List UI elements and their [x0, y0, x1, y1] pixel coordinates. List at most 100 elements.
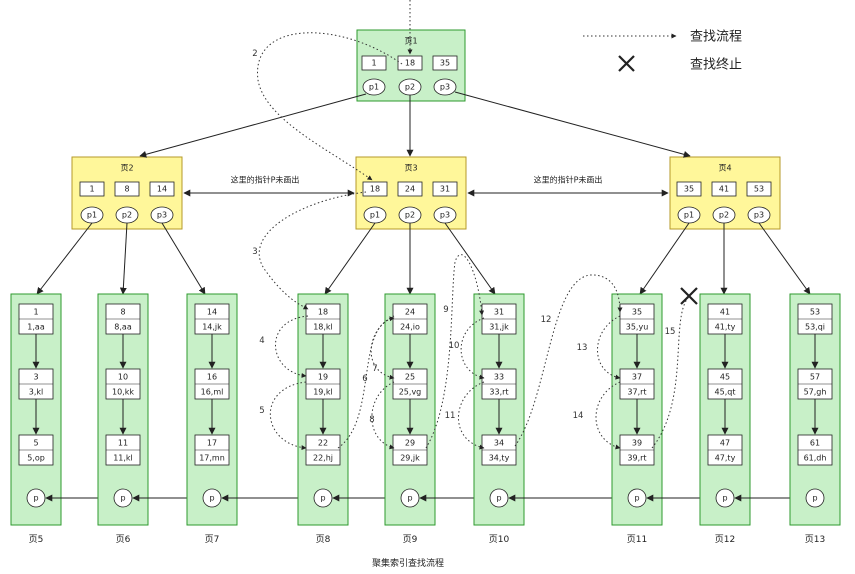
- internal-key: 35: [684, 185, 694, 194]
- internal-pointer-label: p2: [122, 211, 132, 220]
- internal-key-box: [149, 181, 175, 197]
- internal-pointer-label: p2: [405, 211, 415, 220]
- leaf-page-label: 页10: [489, 534, 510, 545]
- internal-key: 53: [754, 185, 764, 194]
- leaf-record-key: 8: [120, 308, 125, 317]
- internal-page-title: 页2: [120, 164, 133, 173]
- step-number: 5: [259, 406, 264, 416]
- leaf-record-value: 3,kl: [29, 388, 44, 397]
- internal-pointer-label: p3: [440, 211, 450, 220]
- flow-step-3: [258, 191, 367, 310]
- edge-page4-to-leaf13: [758, 222, 811, 295]
- root-pointer-label: p2: [405, 83, 415, 92]
- internal-key: 41: [719, 185, 729, 194]
- leaf-record-value: 10,kk: [112, 388, 134, 397]
- internal-key: 8: [124, 185, 129, 194]
- internal-key-box: [746, 181, 772, 197]
- internal-key: 31: [440, 185, 450, 194]
- leaf-record-key: 16: [207, 373, 217, 382]
- leaf-record-value: 17,mn: [199, 454, 225, 463]
- root-pointer-label: p1: [369, 83, 379, 92]
- tree-edges: [36, 91, 811, 295]
- leaf-next-pointer-label: p: [634, 494, 639, 503]
- leaf-record-value: 24,io: [400, 323, 420, 332]
- internal-page-title: 页4: [718, 164, 731, 173]
- leaf-next-pointer-label: p: [320, 494, 325, 503]
- leaf-record-value: 39,rt: [627, 454, 646, 463]
- leaf-record-value: 18,kl: [313, 323, 333, 332]
- internal-key-box: [362, 181, 388, 197]
- flow-step-10: [460, 317, 485, 380]
- internal-pointer-label: p3: [754, 211, 764, 220]
- leaf-next-pointer-label: p: [209, 494, 214, 503]
- leaf-record-key: 35: [632, 308, 642, 317]
- step-number: 7: [372, 364, 377, 374]
- leaf-record-value: 22,hj: [313, 454, 333, 463]
- leaf-record-value: 1,aa: [27, 323, 45, 332]
- leaf-record-key: 17: [207, 439, 217, 448]
- root-key: 35: [440, 59, 450, 68]
- flow-step-14: [595, 381, 621, 450]
- flow-step-12: [514, 274, 623, 447]
- edge-page2-to-leaf6: [119, 222, 128, 295]
- flow-step-2: [257, 32, 403, 181]
- leaf-record-key: 57: [810, 373, 820, 382]
- step-number: 4: [259, 336, 264, 346]
- leaf-record-key: 53: [810, 308, 820, 317]
- step-number: 13: [577, 343, 588, 353]
- internal-key: 1: [89, 185, 94, 194]
- leaf-next-pointer-label: p: [496, 494, 501, 503]
- internal-key-box: [114, 181, 140, 197]
- leaf-record-key: 5: [33, 439, 38, 448]
- leaf-record-key: 41: [720, 308, 730, 317]
- legend-stop-icon: [618, 55, 635, 72]
- leaf-record-key: 31: [494, 308, 504, 317]
- legend: 查找流程 查找终止: [583, 30, 742, 73]
- legend-stop-label: 查找终止: [690, 57, 742, 73]
- leaf-record-key: 39: [632, 439, 642, 448]
- edge-page3-to-leaf10: [444, 222, 496, 295]
- internal-key-box: [432, 181, 458, 197]
- leaf-next-pointer: [26, 488, 46, 508]
- root-key-box: [361, 55, 387, 71]
- internal-key-box: [79, 181, 105, 197]
- flow-step-15: [651, 297, 689, 449]
- leaf-next-pointer: [805, 488, 825, 508]
- leaf-record-key: 11: [118, 439, 128, 448]
- leaf-pages: 11,aa33,kl55,opp页588,aa1010,kk1111,klp页6…: [10, 293, 841, 545]
- leaf-record-key: 29: [405, 439, 415, 448]
- pointer-note-right: 这里的指针P未画出: [534, 175, 603, 185]
- step-number: 3: [252, 247, 257, 257]
- internal-page-2: 页2 1 8 14 p1 p2 p3: [71, 156, 183, 230]
- leaf-record-value: 29,jk: [400, 454, 420, 463]
- leaf-record-value: 34,ty: [489, 454, 510, 463]
- leaf-record-key: 19: [318, 373, 328, 382]
- root-page: 页1 1 18 35 p1 p2 p3: [356, 29, 466, 102]
- leaf-record-value: 47,ty: [715, 454, 736, 463]
- internal-key: 14: [157, 185, 167, 194]
- internal-page-4: 页4 35 41 53 p1 p2 p3: [669, 156, 781, 230]
- internal-pointer-label: p3: [157, 211, 167, 220]
- leaf-next-pointer: [313, 488, 333, 508]
- root-key-box: [397, 55, 423, 71]
- root-page-title: 页1: [404, 37, 417, 46]
- leaf-record-key: 1: [33, 308, 38, 317]
- legend-flow-label: 查找流程: [690, 30, 742, 45]
- internal-pointer-label: p1: [370, 211, 380, 220]
- root-key: 1: [371, 59, 376, 68]
- leaf-record-value: 25,vg: [399, 388, 422, 397]
- leaf-next-pointer-label: p: [722, 494, 727, 503]
- pointer-note-left: 这里的指针P未画出: [231, 175, 300, 185]
- internal-page-title: 页3: [404, 164, 417, 173]
- leaf-record-value: 37,rt: [627, 388, 646, 397]
- leaf-next-pointer: [113, 488, 133, 508]
- leaf-record-value: 61,dh: [804, 454, 827, 463]
- step-number: 2: [252, 49, 257, 59]
- edge-root-to-page4: [454, 91, 691, 158]
- leaf-record-value: 19,kl: [313, 388, 333, 397]
- leaf-page-label: 页9: [403, 534, 418, 545]
- step-number: 11: [445, 411, 456, 421]
